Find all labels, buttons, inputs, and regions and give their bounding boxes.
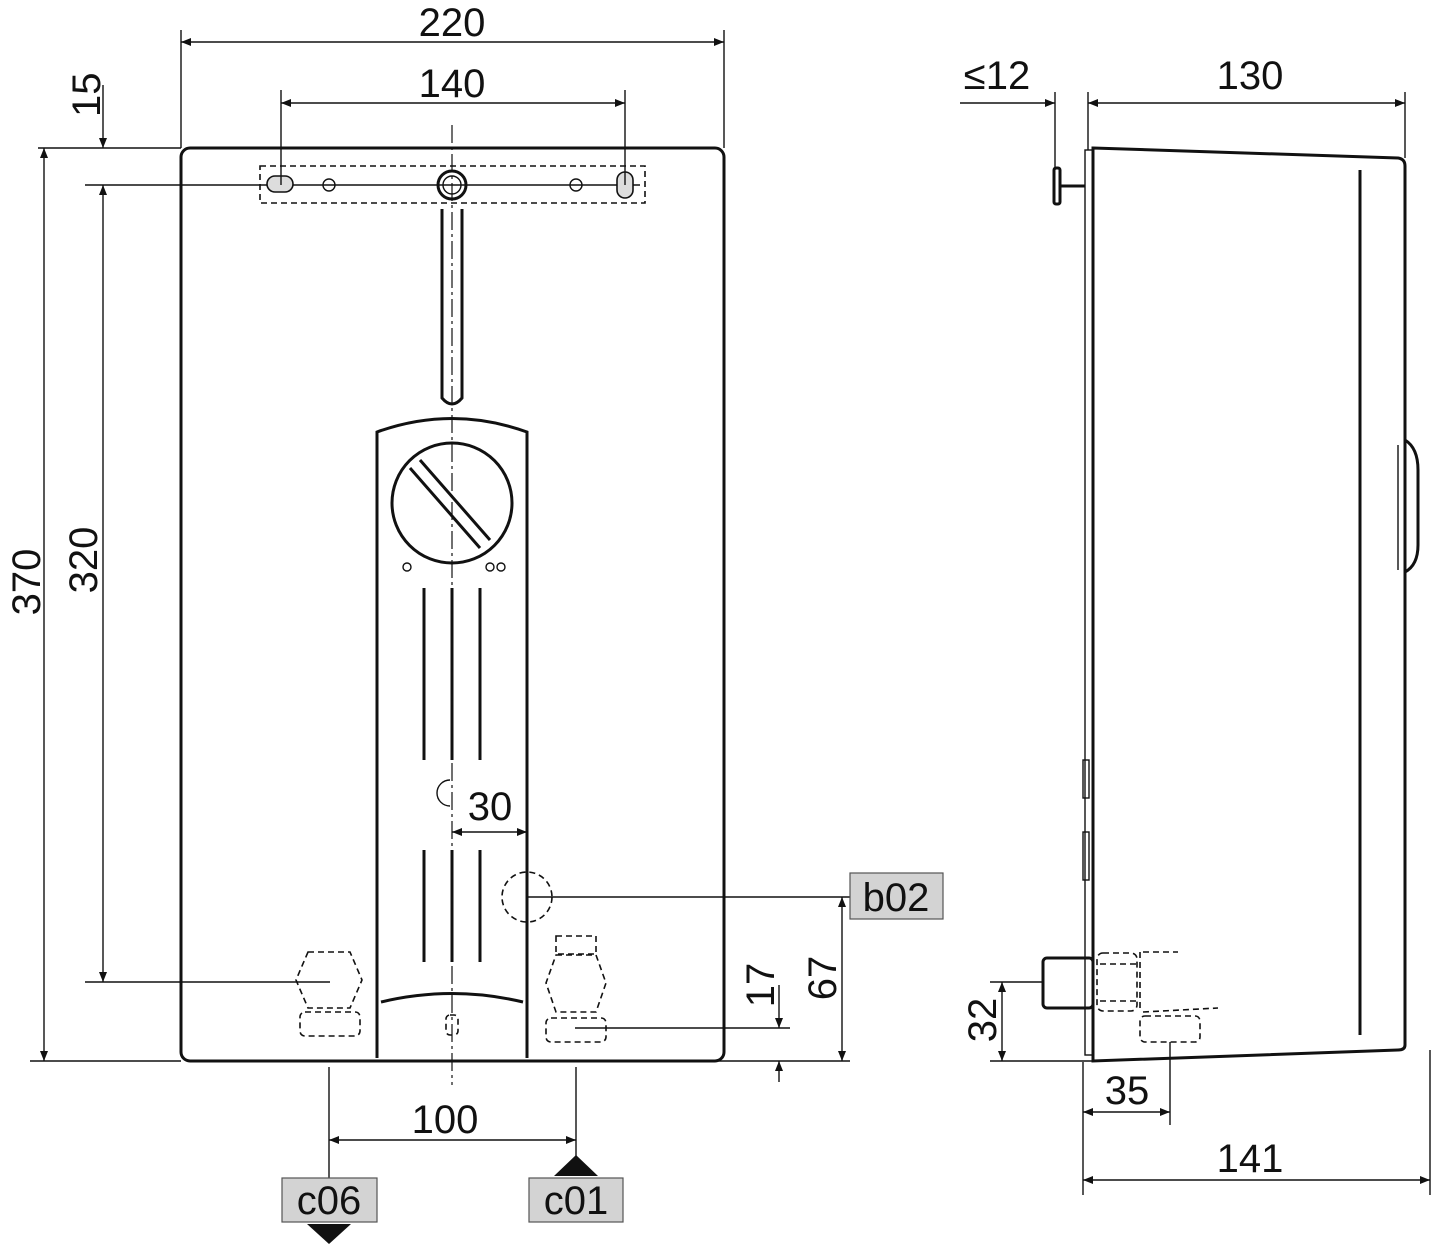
dim-30: 30 (468, 785, 513, 829)
dim-32: 32 (961, 998, 1005, 1043)
wall-plate (1084, 149, 1094, 1056)
cold-water-fitting (295, 951, 363, 1009)
appliance-body-side (1091, 146, 1407, 1063)
dim-141: 141 (1217, 1137, 1284, 1181)
dim-220: 220 (419, 1, 486, 45)
dim-wall-gap: ≤12 (964, 54, 1030, 98)
hot-water-fitting (545, 954, 607, 1013)
inlet-arrow-icon (554, 1155, 598, 1176)
dim-15: 15 (65, 73, 109, 118)
front-dimensions: 220 140 15 370 320 30 67 17 100 (5, 1, 850, 1180)
front-view (85, 125, 850, 1085)
wall-hook (1052, 166, 1062, 206)
tag-c06: c06 (281, 1177, 378, 1244)
dim-100: 100 (412, 1098, 479, 1142)
dim-370: 370 (5, 549, 49, 616)
outlet-arrow-icon (307, 1224, 351, 1244)
side-connection (1041, 956, 1095, 1010)
dim-35: 35 (1105, 1069, 1150, 1113)
dim-17: 17 (739, 963, 783, 1008)
dim-320: 320 (62, 527, 106, 594)
dim-130: 130 (1217, 54, 1284, 98)
dim-140: 140 (419, 62, 486, 106)
dim-67: 67 (801, 956, 845, 1001)
tag-c01: c01 (528, 1155, 624, 1223)
svg-text:c01: c01 (544, 1179, 609, 1223)
side-knob (1404, 438, 1420, 574)
tag-b02: b02 (849, 872, 944, 920)
svg-text:b02: b02 (863, 876, 930, 920)
svg-text:c06: c06 (297, 1179, 362, 1223)
side-view (1041, 146, 1420, 1063)
side-dimensions: ≤12 130 35 141 32 (960, 54, 1431, 1195)
